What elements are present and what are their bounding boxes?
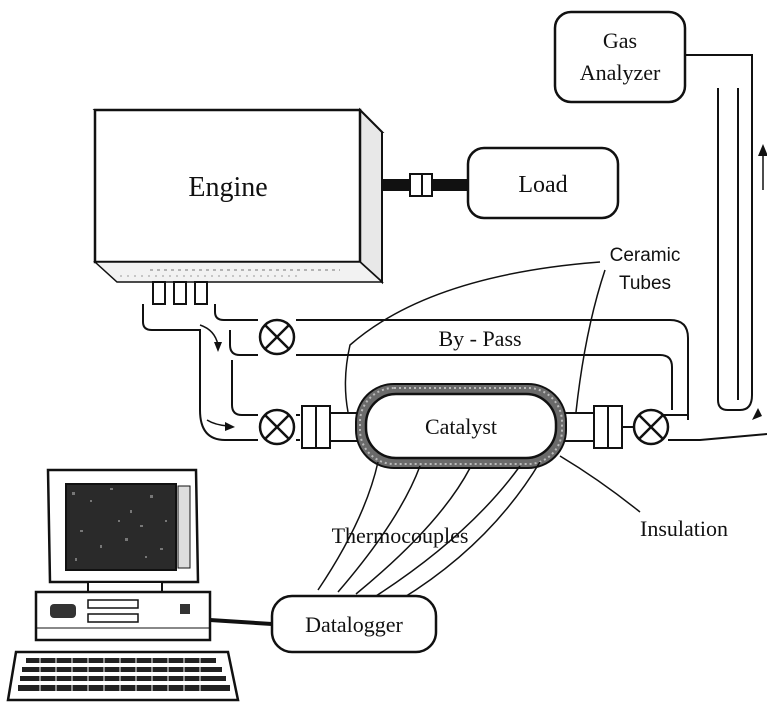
outlet-coupling-icon — [593, 405, 623, 449]
thermocouple-wires — [317, 461, 541, 601]
datalogger-label: Datalogger — [305, 612, 403, 637]
exhaust-piping — [142, 304, 767, 441]
bypass-label: By - Pass — [438, 326, 521, 351]
ceramic-tubes-label-line1: Ceramic — [610, 245, 681, 266]
gas-analyzer-label-line2: Analyzer — [580, 60, 661, 85]
catalyst-unit: Catalyst — [355, 383, 567, 469]
load-label: Load — [518, 172, 567, 198]
insulation-leader — [559, 455, 641, 513]
bypass-valve-icon — [258, 318, 296, 356]
inlet-valve-icon — [258, 408, 296, 446]
thermocouples-label: Thermocouples — [332, 523, 469, 548]
inlet-coupling-icon — [301, 405, 331, 449]
catalyst-label: Catalyst — [425, 414, 497, 439]
sample-line — [685, 54, 753, 411]
ceramic-tubes-leaders — [344, 261, 606, 413]
engine-label: Engine — [188, 172, 267, 203]
exhaust-ports — [152, 281, 208, 305]
gas-analyzer-box: Gas Analyzer — [553, 10, 687, 104]
outlet-valve-icon — [632, 408, 670, 446]
load-box: Load — [466, 146, 620, 220]
desktop-computer-icon — [6, 468, 240, 702]
gas-analyzer-label-line1: Gas — [603, 28, 637, 53]
datalogger-box: Datalogger — [270, 594, 438, 654]
flow-arrow-up-icon — [758, 144, 767, 156]
engine-block: Engine — [92, 107, 385, 285]
shaft-coupling — [382, 173, 472, 197]
ceramic-tubes-label-line2: Tubes — [619, 273, 671, 294]
datalogger-cable — [209, 618, 273, 626]
flow-arrows — [199, 324, 762, 431]
insulation-label: Insulation — [640, 516, 728, 541]
